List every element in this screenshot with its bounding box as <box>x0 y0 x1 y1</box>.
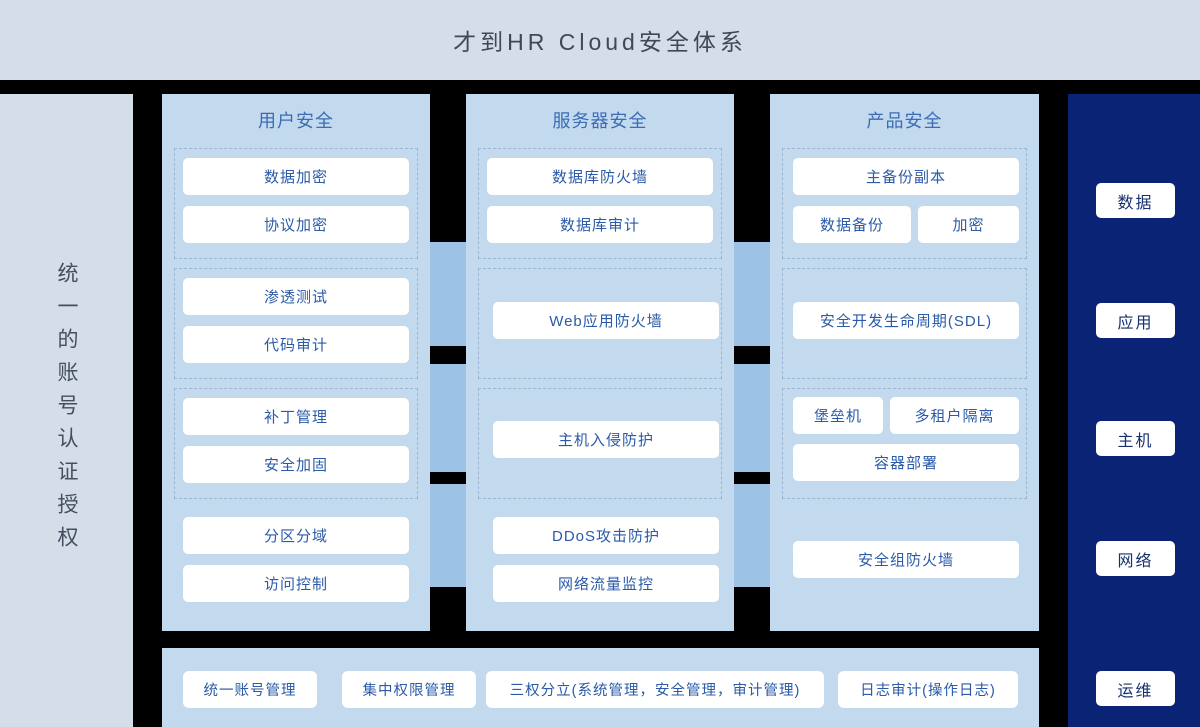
rail-pill-1[interactable]: 数据 <box>1096 183 1175 218</box>
security-item-label: 安全加固 <box>263 457 328 474</box>
security-item-label: 堡垒机 <box>813 408 862 425</box>
row-group <box>174 148 418 259</box>
security-item-label: 补丁管理 <box>263 409 328 426</box>
column-title: 产品安全 <box>866 111 943 131</box>
security-item-chip[interactable]: 主机入侵防护 <box>493 421 719 458</box>
rail-pill-2[interactable]: 应用 <box>1096 303 1175 338</box>
security-item-chip[interactable]: 分区分域 <box>183 517 409 554</box>
column-title: 用户安全 <box>258 111 334 131</box>
security-item-chip[interactable]: 安全组防火墙 <box>793 541 1019 578</box>
security-item-label: 访问控制 <box>263 576 328 593</box>
security-item-chip[interactable]: 堡垒机 <box>793 397 883 434</box>
row-group <box>782 388 1027 499</box>
security-item-label: 安全组防火墙 <box>857 552 954 569</box>
rail-pill-label: 应用 <box>1117 314 1154 332</box>
security-item-chip[interactable]: 代码审计 <box>183 326 409 363</box>
bottom-bar-chip-label: 日志审计(操作日志) <box>860 683 996 699</box>
row-group <box>478 388 722 499</box>
left-rail: 统一的账号认证授权 <box>0 94 133 727</box>
connector-band <box>430 484 466 587</box>
bottom-bar-chip-label: 集中权限管理 <box>362 683 456 699</box>
row-group <box>478 268 722 379</box>
rail-pill-label: 运维 <box>1117 682 1154 700</box>
row-group <box>782 268 1027 379</box>
bottom-bar: 统一账号管理 集中权限管理 三权分立(系统管理，安全管理，审计管理) 日志审计(操作日… <box>162 648 1039 727</box>
bottom-bar-chip-4[interactable]: 日志审计(操作日志) <box>838 671 1018 708</box>
security-item-chip[interactable]: 加密 <box>918 206 1019 243</box>
rail-pill-label: 网络 <box>1117 552 1154 570</box>
security-item-label: 安全开发生命周期(SDL) <box>819 313 993 330</box>
security-item-chip[interactable]: 容器部署 <box>793 444 1019 481</box>
security-item-label: 数据加密 <box>263 169 328 186</box>
row-group <box>174 388 418 499</box>
security-item-chip[interactable]: 渗透测试 <box>183 278 409 315</box>
connector-band <box>734 484 770 587</box>
security-item-chip[interactable]: 协议加密 <box>183 206 409 243</box>
security-item-label: 网络流量监控 <box>557 576 654 593</box>
security-item-chip[interactable]: 主备份副本 <box>793 158 1019 195</box>
bottom-bar-chip-2[interactable]: 集中权限管理 <box>342 671 476 708</box>
security-item-chip[interactable]: DDoS攻击防护 <box>493 517 719 554</box>
column-user-security: 用户安全 数据加密协议加密渗透测试代码审计补丁管理安全加固分区分域访问控制 <box>162 94 430 631</box>
security-item-chip[interactable]: Web应用防火墙 <box>493 302 719 339</box>
security-item-chip[interactable]: 数据加密 <box>183 158 409 195</box>
bottom-bar-chip-3[interactable]: 三权分立(系统管理，安全管理，审计管理) <box>486 671 824 708</box>
row-group <box>782 148 1027 259</box>
rail-pill-label: 数据 <box>1117 194 1154 212</box>
bottom-bar-chip-1[interactable]: 统一账号管理 <box>183 671 317 708</box>
connector-band <box>734 242 770 346</box>
security-item-label: 数据库防火墙 <box>551 169 648 186</box>
column-product-security: 产品安全 主备份副本数据备份 加密安全开发生命周期(SDL) 堡垒机 多租户隔离容器部… <box>770 94 1039 631</box>
rail-pill-3[interactable]: 主机 <box>1096 421 1175 456</box>
bottom-bar-chip-label: 统一账号管理 <box>203 683 297 699</box>
security-item-chip[interactable]: 网络流量监控 <box>493 565 719 602</box>
security-item-chip[interactable]: 多租户隔离 <box>890 397 1019 434</box>
security-item-label: 加密 <box>952 217 985 234</box>
security-item-chip[interactable]: 数据备份 <box>793 206 911 243</box>
security-item-label: 分区分域 <box>263 528 328 545</box>
rail-pill-label: 主机 <box>1117 432 1154 450</box>
security-item-label: 数据库审计 <box>559 217 640 234</box>
connector-band <box>734 364 770 472</box>
security-item-chip[interactable]: 数据库防火墙 <box>487 158 713 195</box>
security-item-label: 协议加密 <box>263 217 328 234</box>
left-rail-label: 统一的账号认证授权 <box>55 262 78 559</box>
row-group <box>478 148 722 259</box>
security-item-label: 主备份副本 <box>865 169 946 186</box>
security-item-chip[interactable]: 安全加固 <box>183 446 409 483</box>
page-title: 才到HR Cloud安全体系 <box>453 29 747 55</box>
security-item-label: 容器部署 <box>873 455 938 472</box>
security-item-label: DDoS攻击防护 <box>551 528 660 545</box>
security-item-label: 主机入侵防护 <box>557 432 654 449</box>
row-group <box>174 268 418 379</box>
column-title: 服务器安全 <box>552 111 648 131</box>
security-item-label: 渗透测试 <box>263 289 328 306</box>
security-item-chip[interactable]: 补丁管理 <box>183 398 409 435</box>
security-item-label: 代码审计 <box>263 337 328 354</box>
security-item-chip[interactable]: 访问控制 <box>183 565 409 602</box>
bottom-bar-chip-label: 三权分立(系统管理，安全管理，审计管理) <box>509 683 801 699</box>
connector-band <box>430 364 466 472</box>
title-bar: 才到HR Cloud安全体系 <box>0 0 1200 80</box>
security-item-label: 数据备份 <box>819 217 884 234</box>
security-item-chip[interactable]: 数据库审计 <box>487 206 713 243</box>
column-server-security: 服务器安全 数据库防火墙数据库审计 Web应用防火墙主机入侵防护 DDoS攻击防护网… <box>466 94 734 631</box>
security-item-label: Web应用防火墙 <box>549 313 663 330</box>
rail-pill-5[interactable]: 运维 <box>1096 671 1175 706</box>
rail-pill-4[interactable]: 网络 <box>1096 541 1175 576</box>
security-item-chip[interactable]: 安全开发生命周期(SDL) <box>793 302 1019 339</box>
security-item-label: 多租户隔离 <box>914 408 995 425</box>
connector-band <box>430 242 466 346</box>
